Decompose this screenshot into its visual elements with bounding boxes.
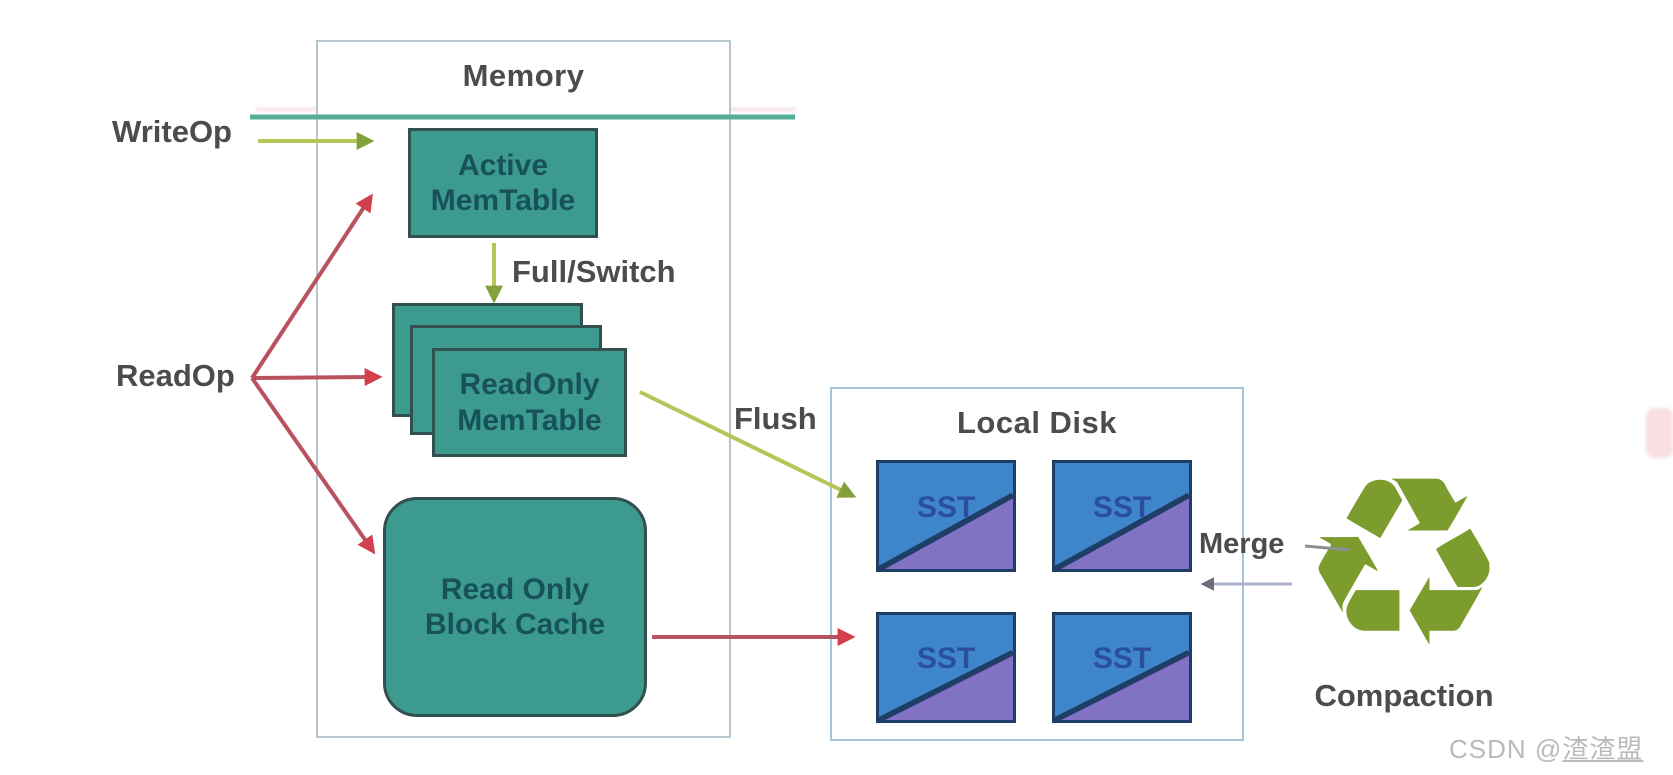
compaction-label: Compaction [1314, 678, 1494, 713]
watermark-name: 渣渣盟 [1562, 734, 1644, 764]
active-memtable-box: Active MemTable [408, 128, 598, 238]
sst-file-box: SST [876, 612, 1016, 723]
sst-file-box: SST [1052, 460, 1192, 572]
sst-diagonal-graphic [1055, 649, 1189, 720]
sst-label: SST [916, 642, 976, 676]
sst-diagonal-graphic [1055, 492, 1189, 569]
read-op-label: ReadOp [116, 358, 235, 393]
sst-label: SST [916, 490, 976, 524]
merge-label: Merge [1199, 528, 1285, 560]
sst-diagonal-graphic [879, 649, 1013, 720]
active-memtable-line1: Active [457, 148, 549, 182]
sst-label: SST [1092, 642, 1152, 676]
block-cache-line2: Block Cache [424, 608, 606, 641]
watermark-at: @ [1534, 734, 1563, 764]
sst-file-box: SST [876, 460, 1016, 572]
readonly-memtable-line1: ReadOnly [459, 368, 600, 402]
readonly-memtable-line2: MemTable [457, 403, 602, 437]
local-disk-title: Local Disk [956, 405, 1118, 440]
readonly-memtable-box: ReadOnly MemTable [432, 348, 627, 457]
full-switch-label: Full/Switch [512, 254, 676, 289]
recycle-icon: ♻ [1298, 426, 1510, 700]
watermark: CSDN @渣渣盟 [1449, 729, 1643, 766]
jpeg-ghost-smear [1646, 408, 1673, 458]
read-only-block-cache-box: Read Only Block Cache [383, 497, 647, 717]
active-memtable-line2: MemTable [430, 184, 576, 217]
write-op-label: WriteOp [112, 114, 232, 149]
sst-file-box: SST [1052, 612, 1192, 723]
block-cache-line1: Read Only [440, 572, 590, 606]
sst-diagonal-graphic [879, 492, 1013, 569]
flush-label: Flush [734, 401, 817, 436]
watermark-prefix: CSDN [1449, 734, 1535, 764]
sst-label: SST [1092, 490, 1152, 524]
memory-title: Memory [462, 58, 585, 93]
